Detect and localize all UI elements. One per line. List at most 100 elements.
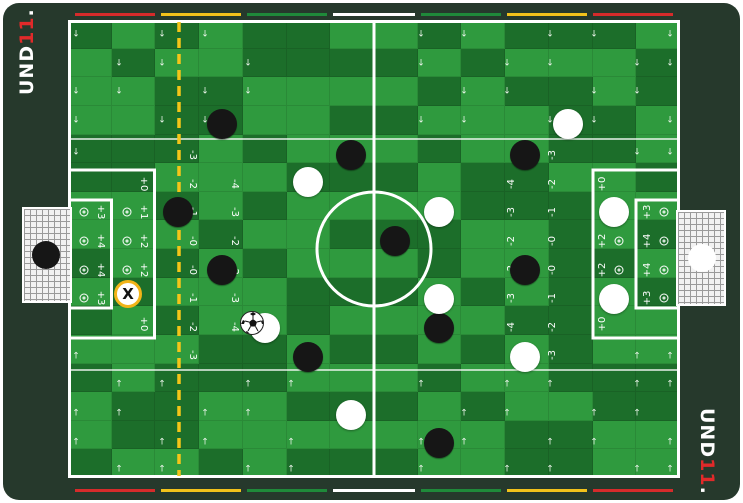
pitch-cell[interactable] <box>330 220 374 249</box>
pitch-cell[interactable] <box>636 77 680 106</box>
pitch-cell[interactable] <box>461 20 505 49</box>
pitch-cell[interactable] <box>243 20 287 49</box>
pitch-cell[interactable] <box>418 135 462 164</box>
pitch-grid[interactable] <box>68 20 680 478</box>
pitch-cell[interactable] <box>505 20 549 49</box>
pitch-cell[interactable] <box>461 449 505 478</box>
pitch-cell[interactable] <box>374 192 418 221</box>
white-player-token[interactable] <box>293 167 323 197</box>
pitch-cell[interactable] <box>461 278 505 307</box>
pitch-cell[interactable] <box>374 106 418 135</box>
pitch-cell[interactable] <box>243 278 287 307</box>
black-player-token[interactable] <box>207 109 237 139</box>
pitch-cell[interactable] <box>636 392 680 421</box>
pitch-cell[interactable] <box>505 49 549 78</box>
pitch-cell[interactable] <box>243 421 287 450</box>
pitch-cell[interactable] <box>374 135 418 164</box>
pitch-cell[interactable] <box>112 20 156 49</box>
left-goal-token-black[interactable] <box>32 241 60 269</box>
pitch-cell[interactable] <box>549 77 593 106</box>
pitch-cell[interactable] <box>374 278 418 307</box>
pitch-cell[interactable] <box>418 249 462 278</box>
pitch-cell[interactable] <box>374 163 418 192</box>
pitch-cell[interactable] <box>330 192 374 221</box>
pitch-cell[interactable] <box>374 20 418 49</box>
pitch-cell[interactable] <box>199 364 243 393</box>
pitch-cell[interactable] <box>461 364 505 393</box>
black-player-token[interactable] <box>336 140 366 170</box>
pitch-cell[interactable] <box>68 449 112 478</box>
pitch-cell[interactable] <box>199 335 243 364</box>
pitch-cell[interactable] <box>593 364 637 393</box>
pitch-cell[interactable] <box>636 306 680 335</box>
white-player-token[interactable] <box>599 197 629 227</box>
pitch-cell[interactable] <box>287 77 331 106</box>
pitch-cell[interactable] <box>199 49 243 78</box>
pitch-cell[interactable] <box>461 163 505 192</box>
pitch-cell[interactable] <box>461 220 505 249</box>
pitch-cell[interactable] <box>112 106 156 135</box>
pitch-cell[interactable] <box>461 335 505 364</box>
white-player-token[interactable] <box>510 342 540 372</box>
black-player-token[interactable] <box>293 342 323 372</box>
pitch-cell[interactable] <box>330 20 374 49</box>
pitch-cell[interactable] <box>374 421 418 450</box>
pitch-cell[interactable] <box>330 106 374 135</box>
pitch-cell[interactable] <box>374 335 418 364</box>
pitch-cell[interactable] <box>330 278 374 307</box>
pitch-cell[interactable] <box>374 49 418 78</box>
black-player-token[interactable] <box>510 255 540 285</box>
pitch-cell[interactable] <box>549 449 593 478</box>
pitch-cell[interactable] <box>636 163 680 192</box>
pitch-cell[interactable] <box>461 392 505 421</box>
white-player-token[interactable] <box>599 284 629 314</box>
right-goal-token-white[interactable] <box>688 244 716 272</box>
pitch-cell[interactable] <box>155 392 199 421</box>
pitch-cell[interactable] <box>287 249 331 278</box>
pitch-cell[interactable] <box>287 220 331 249</box>
pitch-cell[interactable] <box>593 335 637 364</box>
pitch-cell[interactable] <box>593 392 637 421</box>
black-player-token[interactable] <box>510 140 540 170</box>
pitch-cell[interactable] <box>199 449 243 478</box>
soccer-ball-icon[interactable] <box>240 311 264 335</box>
black-player-token[interactable] <box>207 255 237 285</box>
pitch-cell[interactable] <box>505 449 549 478</box>
pitch-cell[interactable] <box>593 421 637 450</box>
selected-player-marker[interactable]: X <box>114 280 142 308</box>
black-player-token[interactable] <box>163 197 193 227</box>
pitch-cell[interactable] <box>243 249 287 278</box>
pitch-cell[interactable] <box>461 306 505 335</box>
pitch-cell[interactable] <box>593 449 637 478</box>
black-player-token[interactable] <box>424 428 454 458</box>
pitch-cell[interactable] <box>593 135 637 164</box>
pitch-cell[interactable] <box>243 135 287 164</box>
pitch-cell[interactable] <box>287 135 331 164</box>
pitch-cell[interactable] <box>461 77 505 106</box>
pitch-cell[interactable] <box>330 335 374 364</box>
pitch-cell[interactable] <box>593 77 637 106</box>
pitch-cell[interactable] <box>287 106 331 135</box>
pitch-cell[interactable] <box>287 20 331 49</box>
pitch-cell[interactable] <box>287 392 331 421</box>
pitch-cell[interactable] <box>549 364 593 393</box>
pitch-cell[interactable] <box>374 364 418 393</box>
pitch-cell[interactable] <box>461 249 505 278</box>
pitch-cell[interactable] <box>330 249 374 278</box>
pitch-cell[interactable] <box>461 135 505 164</box>
pitch-cell[interactable] <box>461 192 505 221</box>
pitch-cell[interactable] <box>68 49 112 78</box>
pitch-cell[interactable] <box>287 278 331 307</box>
pitch-cell[interactable] <box>461 106 505 135</box>
pitch-cell[interactable] <box>112 135 156 164</box>
pitch-cell[interactable] <box>549 392 593 421</box>
pitch-cell[interactable] <box>112 421 156 450</box>
black-player-token[interactable] <box>424 313 454 343</box>
pitch-cell[interactable] <box>374 449 418 478</box>
white-player-token[interactable] <box>424 284 454 314</box>
pitch-cell[interactable] <box>418 163 462 192</box>
pitch-cell[interactable] <box>112 335 156 364</box>
pitch-cell[interactable] <box>374 306 418 335</box>
pitch-cell[interactable] <box>243 192 287 221</box>
pitch-cell[interactable] <box>461 49 505 78</box>
